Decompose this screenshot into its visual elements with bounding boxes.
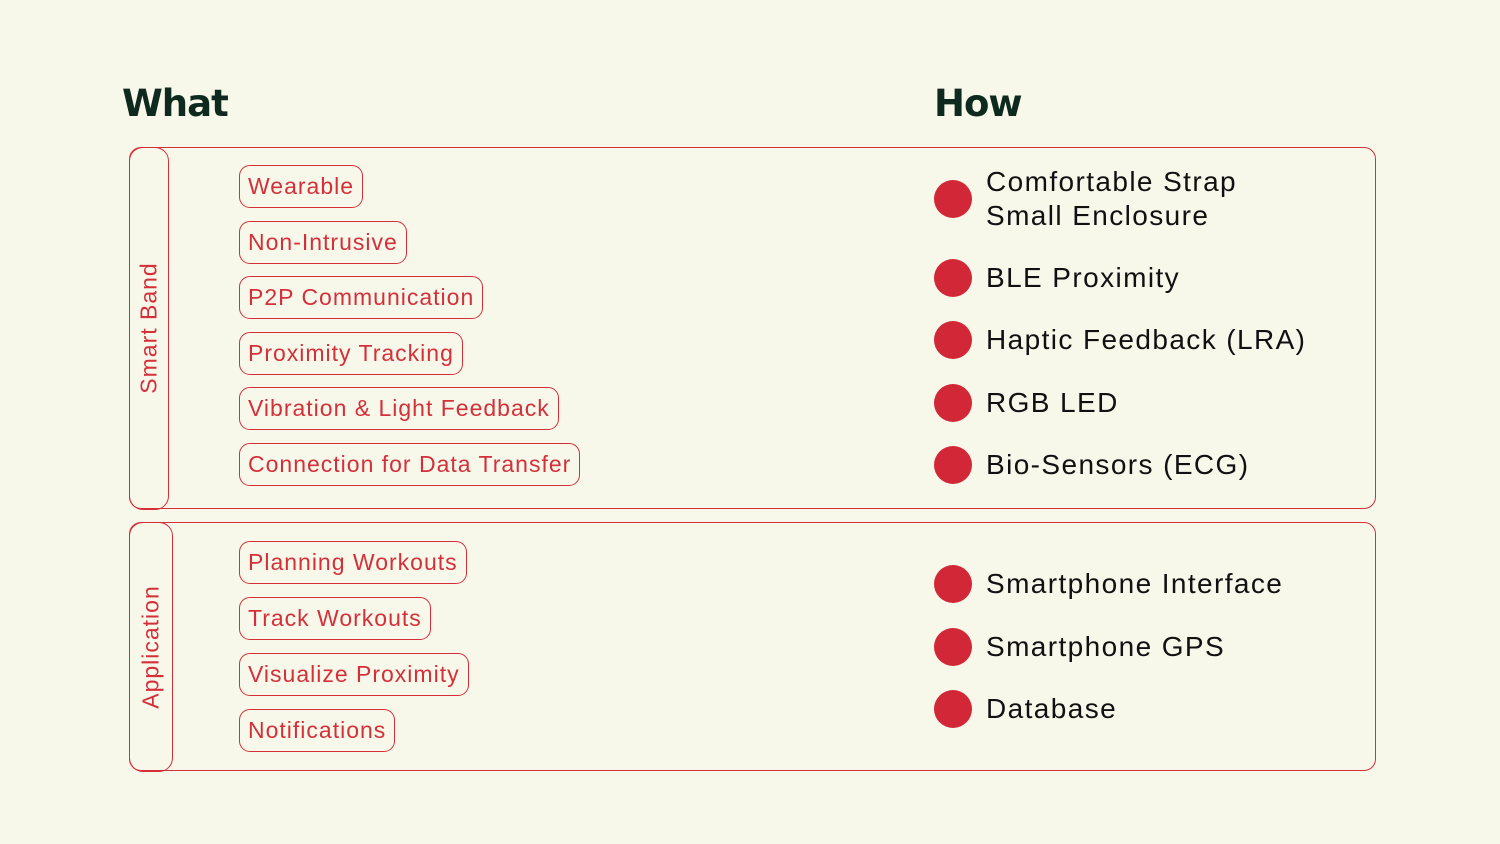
how-item-ble-proximity: BLE Proximity — [934, 259, 1180, 297]
smart-band-panel: Smart Band Wearable Non-Intrusive P2P Co… — [128, 146, 1376, 510]
how-text-comfortable-strap: Comfortable Strap — [986, 166, 1238, 197]
smart-band-what-list: Wearable Non-Intrusive P2P Communication… — [239, 165, 581, 486]
how-heading: How — [934, 82, 1023, 125]
what-pill-p2p-communication: P2P Communication — [239, 276, 484, 319]
what-heading: What — [122, 82, 229, 125]
bullet-dot — [934, 259, 972, 297]
what-pill-planning-workouts: Planning Workouts — [239, 541, 467, 584]
how-text-bio-sensors: Bio-Sensors (ECG) — [986, 449, 1250, 480]
bullet-dot — [934, 565, 972, 603]
application-panel: Application Planning Workouts Track Work… — [128, 521, 1376, 772]
what-pill-notifications: Notifications — [239, 709, 396, 752]
bullet-dot — [934, 180, 972, 218]
how-item-bio-sensors: Bio-Sensors (ECG) — [934, 446, 1249, 484]
what-pill-non-intrusive: Non-Intrusive — [239, 220, 407, 264]
application-what-list: Planning Workouts Track Workouts Visuali… — [239, 541, 469, 752]
how-text-rgb-led: RGB LED — [986, 387, 1119, 418]
how-item-rgb-led: RGB LED — [934, 384, 1119, 422]
what-pill-vibration-light-feedback: Vibration & Light Feedback — [239, 387, 559, 430]
application-label: Application — [137, 584, 163, 709]
application-side-tab: Application — [128, 521, 173, 772]
how-text-small-enclosure: Small Enclosure — [986, 200, 1210, 231]
smart-band-side-tab: Smart Band — [128, 146, 169, 510]
how-text-smartphone-gps: Smartphone GPS — [986, 631, 1226, 662]
how-text-haptic-feedback: Haptic Feedback (LRA) — [986, 324, 1307, 355]
how-item-haptic-feedback: Haptic Feedback (LRA) — [934, 321, 1306, 359]
bullet-dot — [934, 384, 972, 422]
how-text-database: Database — [986, 693, 1118, 724]
what-pill-wearable: Wearable — [239, 165, 364, 208]
how-item-database: Database — [934, 690, 1117, 728]
how-text-ble-proximity: BLE Proximity — [986, 262, 1181, 293]
what-pill-visualize-proximity: Visualize Proximity — [239, 653, 469, 696]
bullet-dot — [934, 321, 972, 359]
bullet-dot — [934, 690, 972, 728]
smart-band-label: Smart Band — [135, 262, 161, 394]
bullet-dot — [934, 628, 972, 666]
what-pill-track-workouts: Track Workouts — [239, 597, 431, 640]
how-item-smartphone-interface: Smartphone Interface — [934, 565, 1283, 603]
what-pill-connection-data-transfer: Connection for Data Transfer — [239, 442, 581, 486]
what-pill-proximity-tracking: Proximity Tracking — [239, 331, 463, 375]
how-text-smartphone-interface: Smartphone Interface — [986, 568, 1284, 599]
bullet-dot — [934, 446, 972, 484]
how-item-smartphone-gps: Smartphone GPS — [934, 628, 1225, 666]
how-item-strap-enclosure: Comfortable Strap Small Enclosure — [934, 165, 1237, 233]
